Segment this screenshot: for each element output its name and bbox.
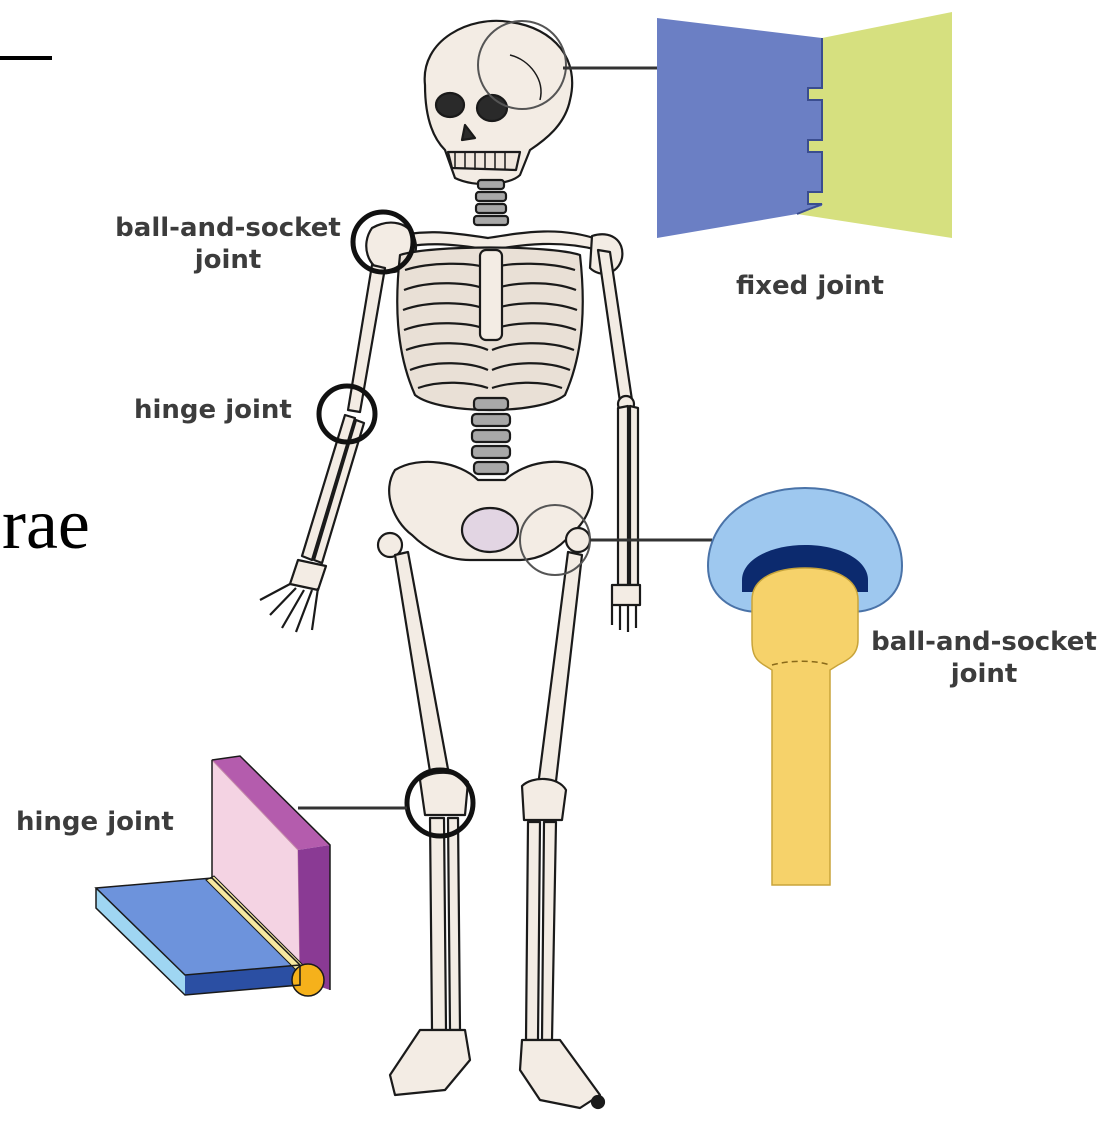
label-knee-hinge: hinge joint [16, 806, 174, 838]
label-shoulder-line1: ball-and-socket [108, 212, 348, 244]
lumbar-spine [472, 398, 510, 474]
right-arm [260, 265, 385, 632]
label-fixed-joint: fixed joint [736, 270, 884, 302]
hinge-illustration [96, 756, 330, 996]
left-leg [520, 528, 604, 1108]
slide-text-fragment: rae [2, 488, 90, 560]
label-elbow-hinge: hinge joint [134, 394, 292, 426]
fixed-joint-illustration [657, 12, 952, 238]
label-shoulder-ball-and-socket: ball-and-socket joint [108, 212, 348, 276]
label-hip-line2: joint [866, 658, 1102, 690]
label-hip-line1: ball-and-socket [866, 626, 1102, 658]
right-leg [378, 533, 470, 1095]
rib-cage [397, 248, 583, 411]
label-hip-ball-and-socket: ball-and-socket joint [866, 626, 1102, 690]
hinge-pin [292, 964, 324, 996]
label-shoulder-line2: joint [108, 244, 348, 276]
slide-dash [0, 56, 52, 60]
cervical-spine [474, 180, 508, 225]
left-arm [598, 250, 640, 632]
